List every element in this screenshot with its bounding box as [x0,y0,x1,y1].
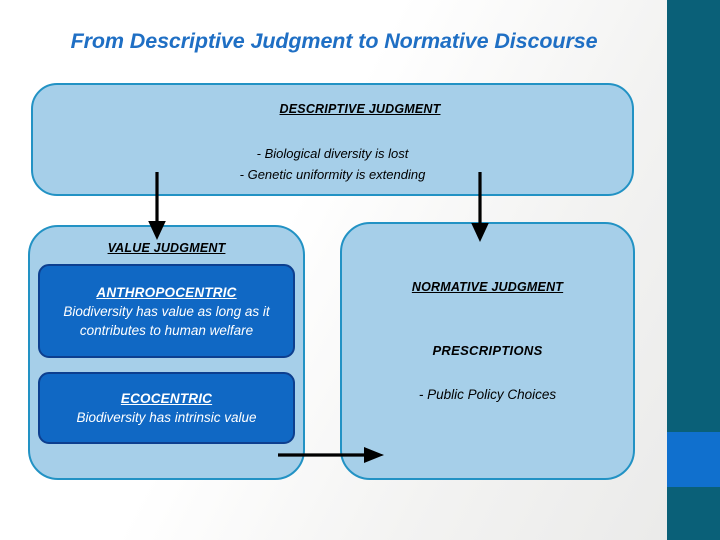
edge-bar-teal-top [667,0,720,432]
descriptive-item-2: - Genetic uniformity is extending [239,167,426,182]
arrow-down-descriptive-to-normative [471,172,489,242]
box-anthropocentric-title: ANTHROPOCENTRIC [96,284,237,300]
panel-descriptive-judgment [31,83,634,196]
box-ecocentric-body: Biodiversity has intrinsic value [76,410,257,425]
heading-value-judgment: VALUE JUDGMENT [107,241,226,255]
edge-bar-teal-bottom [667,487,720,540]
heading-normative-judgment: NORMATIVE JUDGMENT [411,280,564,294]
box-anthropocentric-body: Biodiversity has value as long as it con… [63,303,270,338]
box-ecocentric-title: ECOCENTRIC [120,391,213,406]
arrow-right-value-to-normative [278,447,384,463]
subheading-prescriptions: PRESCRIPTIONS [432,343,543,358]
box-ecocentric: ECOCENTRIC Biodiversity has intrinsic va… [38,372,295,444]
box-anthropocentric: ANTHROPOCENTRIC Biodiversity has value a… [38,264,295,358]
normative-item-1: - Public Policy Choices [418,387,557,402]
slide-title: From Descriptive Judgment to Normative D… [70,29,598,53]
heading-descriptive-judgment: DESCRIPTIVE JUDGMENT [279,102,441,116]
panel-normative-judgment [340,222,635,480]
descriptive-item-1: - Biological diversity is lost [256,146,409,161]
arrow-down-descriptive-to-value [148,172,166,240]
edge-bar-blue [667,432,720,487]
